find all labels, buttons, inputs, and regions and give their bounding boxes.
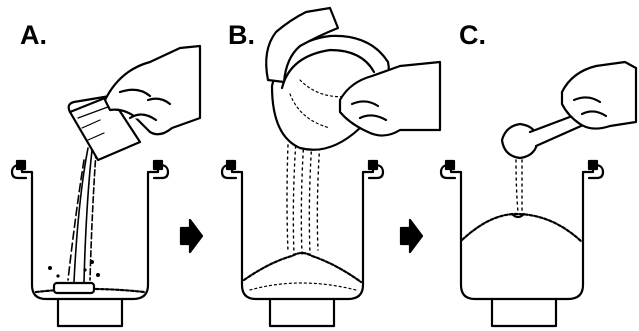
bread-pan-icon [12,161,168,326]
flour-mound [462,214,582,242]
hand-icon [562,62,636,129]
bread-pan-icon [222,161,383,326]
arrow-right-icon [401,220,422,252]
arrow-right-icon [181,220,202,252]
flour-stream [287,138,320,254]
yeast-stream [516,160,522,212]
flour-mound [244,253,361,290]
